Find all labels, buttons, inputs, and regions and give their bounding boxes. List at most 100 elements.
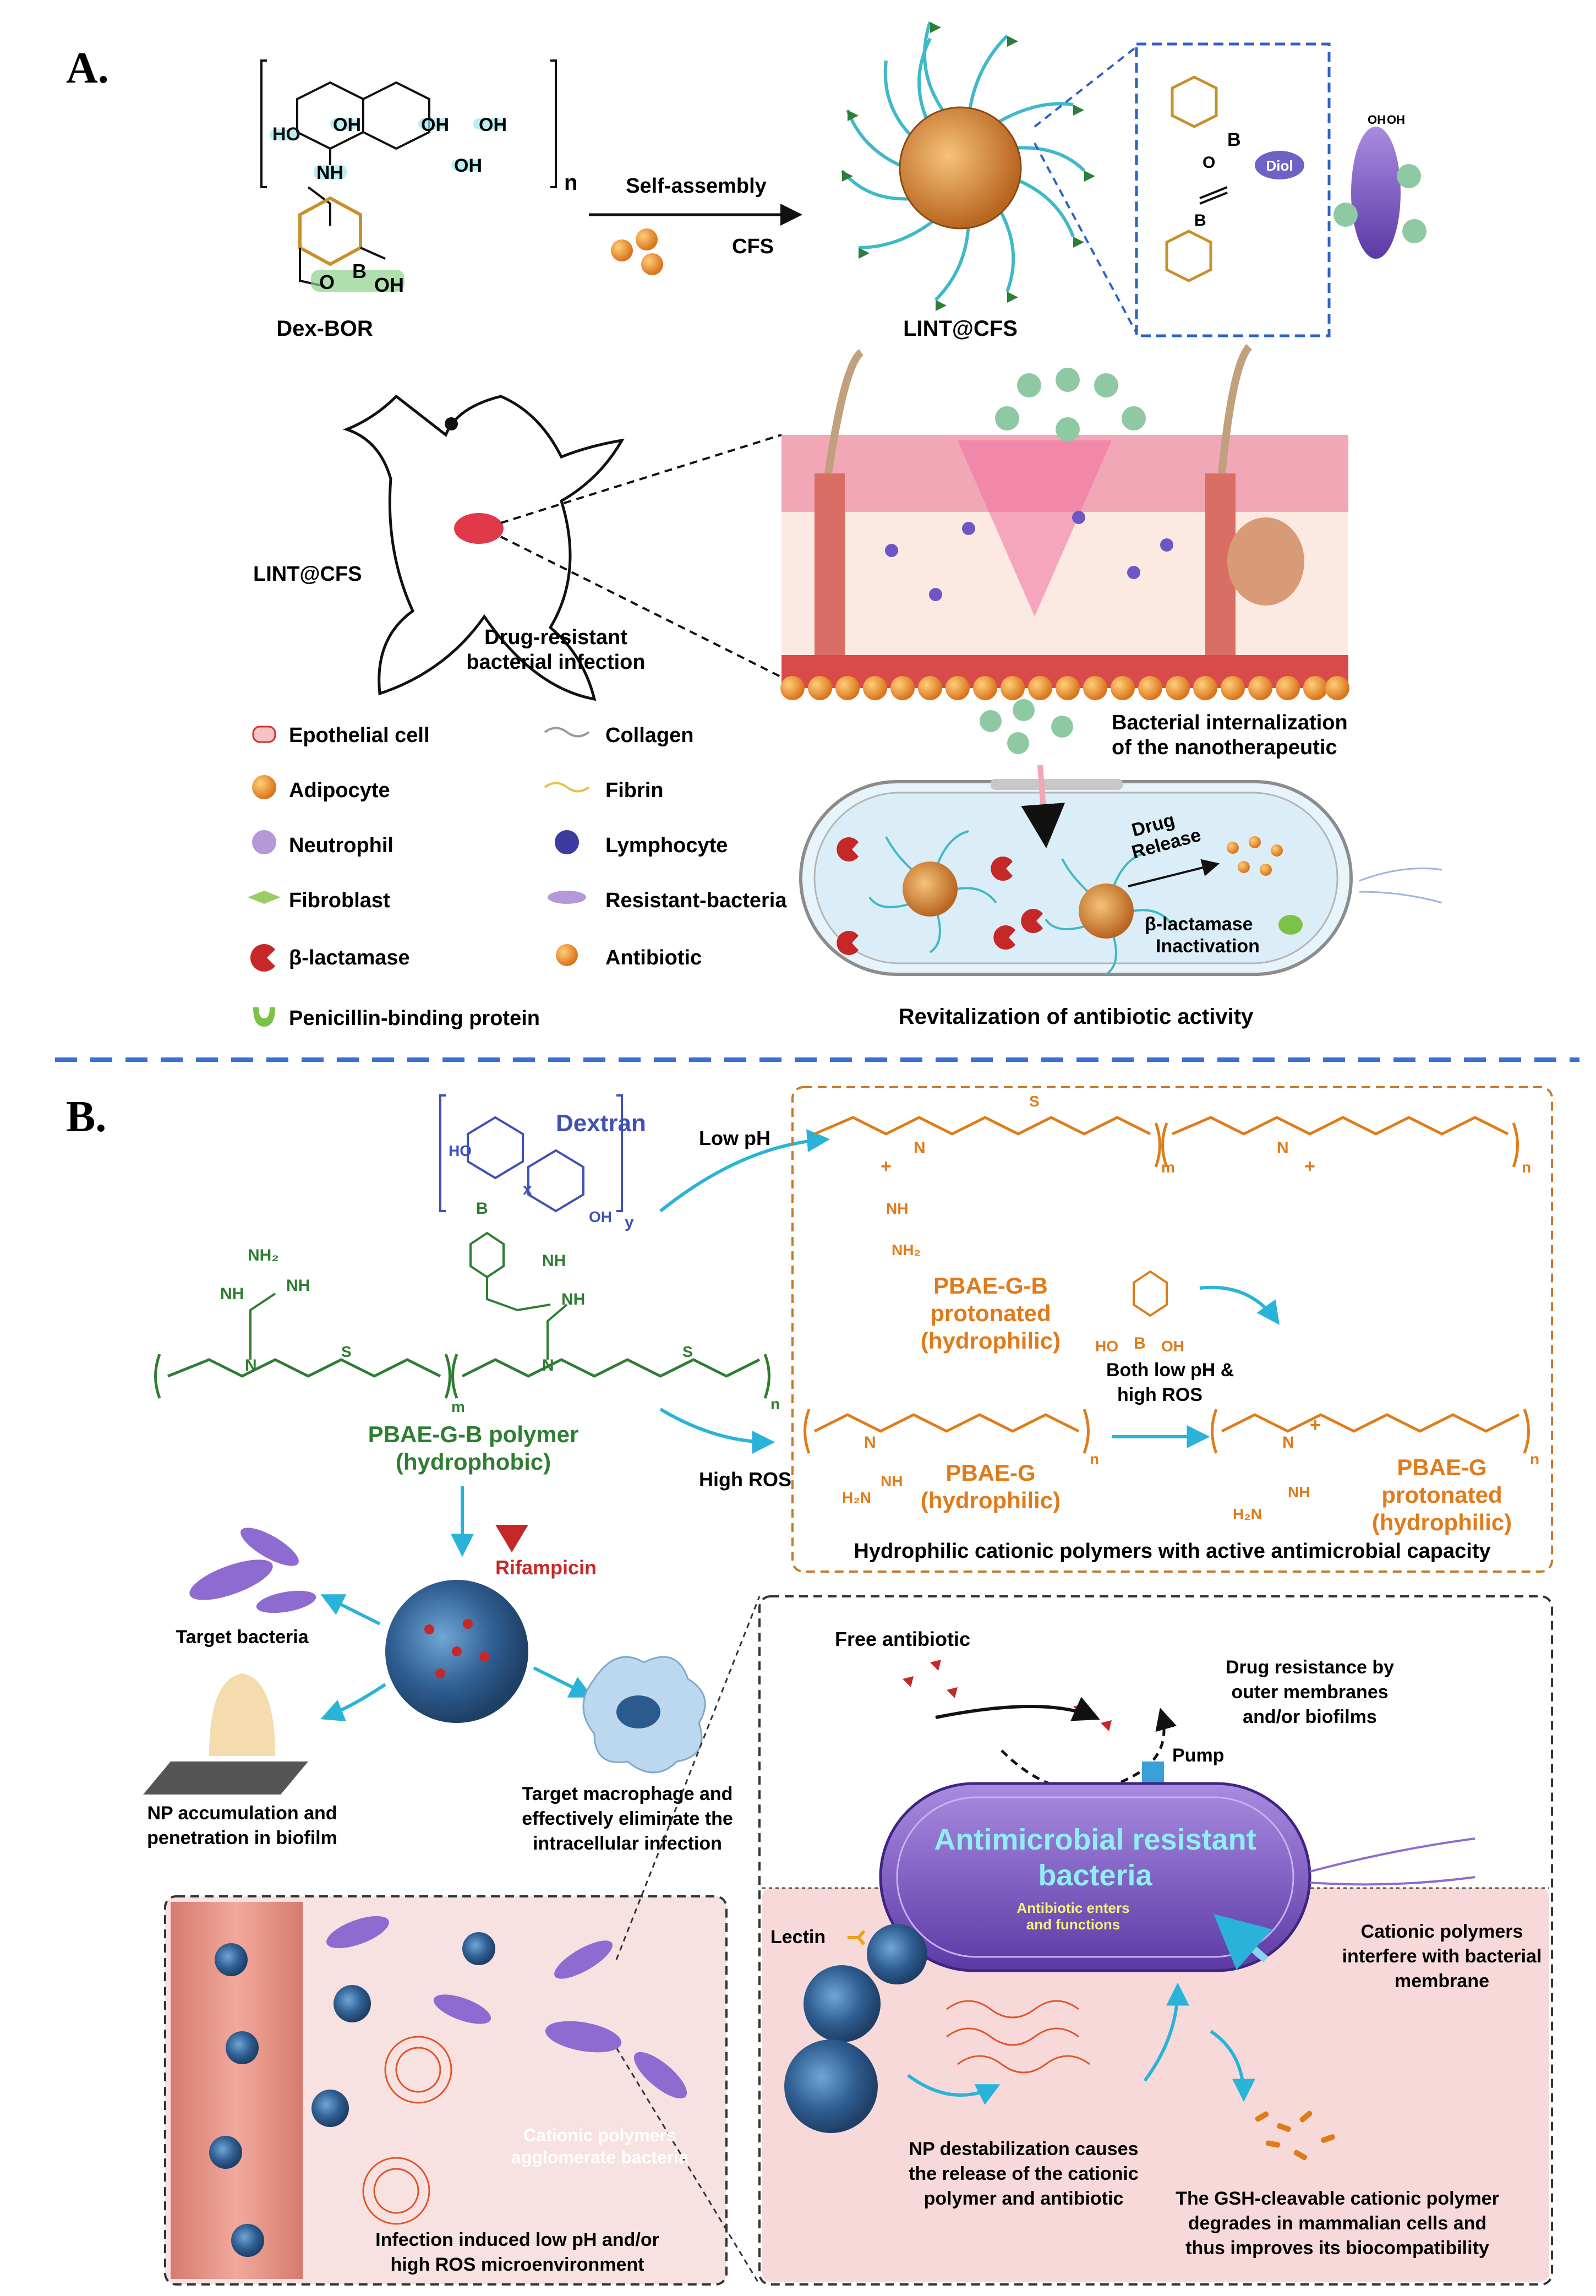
bacteria-title-line1: Antimicrobial resistant (934, 1823, 1256, 1856)
top-chain-plus: + (881, 1156, 892, 1177)
lint-cfs-nanoparticle: LINT@CFS (840, 21, 1095, 341)
legend-label-lymphocyte: Lymphocyte (605, 834, 728, 857)
pbae-g-line1: PBAE-G (945, 1460, 1035, 1486)
pbae-g-h2n: H₂N (842, 1489, 871, 1506)
self-assembly-arrow: Self-assembly CFS (589, 174, 802, 275)
guanidine-nh-4: NH (561, 1290, 585, 1308)
pbae-n-1: N (245, 1356, 257, 1375)
panel-b-label: B. (66, 1093, 106, 1141)
macrophage-line1: Target macrophage and (522, 1784, 733, 1804)
pbae-gb-line2: (hydrophobic) (396, 1449, 551, 1475)
atom-oh-2: OH (421, 114, 449, 135)
infection-env-line2: high ROS microenvironment (391, 2254, 644, 2275)
top-chain-nh2: NH₂ (892, 1241, 921, 1258)
mechanism-box: Free antibiotic Drug resistance by outer… (758, 1595, 1553, 2286)
cationic-polymers-box: m n N + NH NH₂ N + S PBAE-G-B protonated… (791, 1086, 1553, 1573)
cationic-interfere-line3: membrane (1395, 1971, 1489, 1992)
biofilm-line2: penetration in biofilm (147, 1828, 337, 1848)
atom-o: O (319, 271, 335, 293)
dextran-subscript-x: x (523, 1180, 532, 1198)
zoom-atom-b: B (1227, 129, 1241, 150)
antibiotic-enters-line2: and functions (1026, 1916, 1120, 1933)
legend-label-collagen: Collagen (605, 724, 693, 747)
dextran-oh: OH (589, 1208, 612, 1225)
pbae-g-line2: (hydrophilic) (921, 1487, 1061, 1513)
pbae-g-prot-plus: + (1310, 1415, 1321, 1436)
atom-b: B (352, 260, 367, 282)
top-chain-plus-2: + (1304, 1156, 1315, 1177)
cationic-interfere-line2: interfere with bacterial (1342, 1946, 1542, 1967)
pbae-gb-prot-line3: (hydrophilic) (921, 1328, 1061, 1354)
atom-ho: HO (272, 124, 300, 145)
infection-env-line1: Infection induced low pH and/or (375, 2229, 659, 2250)
pbae-g-prot-n-atom: N (1282, 1433, 1294, 1452)
dextran-ho: HO (449, 1142, 472, 1159)
nanoparticle-scene: Rifampicin Target bacteria NP accumulati… (143, 1486, 733, 1854)
diol-label: Diol (1266, 157, 1293, 174)
high-ros-label: High ROS (699, 1468, 791, 1491)
legend-label-fibrin: Fibrin (605, 779, 664, 802)
cationic-interfere-line1: Cationic polymers (1361, 1921, 1523, 1942)
top-chain-nh: NH (886, 1200, 908, 1217)
pbae-g-n: n (1090, 1450, 1099, 1468)
rifampicin-label: Rifampicin (495, 1556, 597, 1579)
gsh-line1: The GSH-cleavable cationic polymer (1176, 2188, 1499, 2209)
infection-label-line1: Drug-resistant (484, 626, 627, 649)
legend-beta-lactamase: β-lactamase (250, 944, 410, 972)
agglomerate-line1: Cationic polymers (523, 2125, 676, 2145)
zoom-atom-b2: B (1194, 211, 1206, 230)
both-line2: high ROS (1117, 1384, 1203, 1405)
atom-oh-1: OH (333, 114, 361, 135)
np-destab-line1: NP destabilization causes (909, 2139, 1139, 2159)
gsh-line2: degrades in mammalian cells and (1188, 2213, 1486, 2234)
boronic-ho: HO (1095, 1338, 1118, 1355)
low-ph-label: Low pH (699, 1127, 770, 1149)
gsh-line3: thus improves its biocompatibility (1185, 2238, 1489, 2259)
panel-a-label: A. (66, 44, 109, 92)
legend-lymphocyte: Lymphocyte (555, 830, 728, 857)
pbae-g-prot-h2n: H₂N (1233, 1506, 1262, 1523)
internalization-line1: Bacterial internalization (1112, 711, 1348, 734)
legend-label-adipocyte: Adipocyte (289, 779, 390, 802)
both-line1: Both low pH & (1106, 1360, 1234, 1381)
guanidine-nh-1: NH (220, 1285, 244, 1303)
guanidine-nh-3: NH (542, 1252, 566, 1270)
dex-bor-label: Dex-BOR (276, 317, 373, 341)
macrophage-line3: intracellular infection (533, 1833, 722, 1854)
cfs-label: CFS (732, 235, 774, 258)
pbae-g-prot-n: n (1530, 1450, 1539, 1468)
legend-label-neutrophil: Neutrophil (289, 834, 393, 857)
macrophage-line2: effectively eliminate the (522, 1808, 733, 1829)
antibiotic-enters-line1: Antibiotic enters (1016, 1900, 1129, 1916)
internalization-line2: of the nanotherapeutic (1112, 736, 1337, 759)
pbae-subscript-n: n (770, 1395, 780, 1412)
np-destab-line3: polymer and antibiotic (924, 2188, 1124, 2209)
legend-label-epithelial: Epothelial cell (289, 724, 430, 747)
zoom-oh-left: OH (1368, 113, 1386, 127)
boronic-ho-b-oh: B (1134, 1334, 1146, 1352)
dextran-b: B (476, 1199, 488, 1218)
guanidine-nh-2: NH (286, 1277, 310, 1295)
legend-fibrin: Fibrin (544, 779, 664, 802)
top-chain-n-atom: N (914, 1139, 926, 1157)
infection-site-box: Cationic polymers agglomerate bacteria I… (164, 1596, 761, 2286)
pbae-g-b-polymer: N N S S m n NH NH₂ NH NH NH PBAE-G-B pol… (154, 1246, 780, 1475)
boronic-oh: OH (1161, 1338, 1184, 1355)
pbae-g-prot-nh: NH (1288, 1484, 1310, 1501)
pbae-g-prot-line3: (hydrophilic) (1372, 1509, 1512, 1535)
skin-tissue (780, 344, 1349, 700)
atom-nh: NH (316, 162, 343, 183)
pbae-s-1: S (341, 1343, 352, 1360)
legend-label-beta-lactamase: β-lactamase (289, 946, 410, 969)
atom-oh-4: OH (454, 155, 482, 176)
bacteria-title-line2: bacteria (1038, 1859, 1152, 1892)
dex-bor-structure: n HO OH OH OH OH NH O B OH Dex-BOR (260, 59, 577, 341)
inactivation-line1: β-lactamase (1145, 914, 1253, 935)
legend-neutrophil: Neutrophil (252, 830, 393, 857)
legend: Epothelial cell Collagen Adipocyte Fibri… (248, 724, 787, 1030)
mouse-illustration: LINT@CFS Drug-resistant bacterial infect… (253, 394, 782, 701)
legend-label-antibiotic: Antibiotic (605, 946, 702, 969)
top-chain-n: n (1522, 1159, 1531, 1176)
target-bacteria-label: Target bacteria (176, 1627, 309, 1648)
